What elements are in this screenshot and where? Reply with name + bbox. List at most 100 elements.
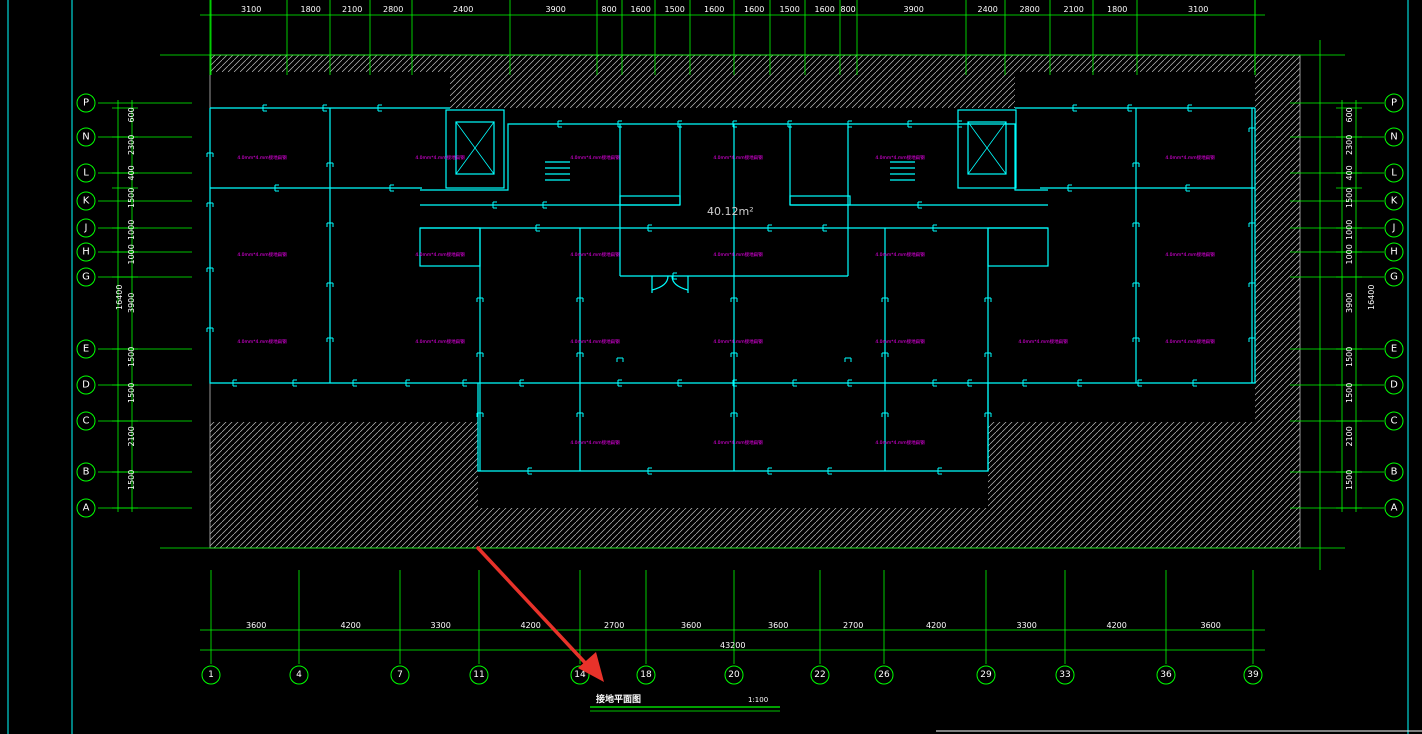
row-axis-label: A xyxy=(83,503,90,514)
row-axis-bubble: G xyxy=(76,267,96,287)
column-axis-label: 26 xyxy=(878,670,890,680)
row-axis-bubble: H xyxy=(1384,242,1404,262)
area-label: 40.12m² xyxy=(707,205,754,218)
column-axis-bubble: 33 xyxy=(1055,665,1075,685)
column-axis-label: 18 xyxy=(640,670,652,680)
room-annotation-text: 4.0mm*4.mm接地扁钢 xyxy=(1018,338,1068,345)
right-total-dimension-text: 16400 xyxy=(1367,285,1376,310)
top-dimension-text: 2400 xyxy=(453,5,473,14)
row-axis-label: B xyxy=(83,467,90,478)
top-dimension-text: 2100 xyxy=(342,5,362,14)
left-dimension-text: 600 xyxy=(127,107,136,122)
bottom-dimension-text: 3600 xyxy=(246,621,266,630)
top-dimension-text: 1600 xyxy=(815,5,835,14)
left-dimension-text: 1500 xyxy=(127,470,136,490)
right-dimension-text: 1500 xyxy=(1345,383,1354,403)
room-annotation-text: 4.0mm*4.mm接地扁钢 xyxy=(1165,338,1215,345)
bottom-dimension-text: 4200 xyxy=(341,621,361,630)
column-axis-label: 22 xyxy=(814,670,825,680)
room-annotations: 4.0mm*4.mm接地扁钢 4.0mm*4.mm接地扁钢 4.0mm*4.mm接地… xyxy=(237,154,1215,446)
row-axis-bubble: H xyxy=(76,242,96,262)
room-annotation-text: 4.0mm*4.mm接地扁钢 xyxy=(713,154,763,161)
room-annotation-text: 4.0mm*4.mm接地扁钢 xyxy=(713,439,763,446)
row-axis-label: N xyxy=(1390,132,1397,143)
room-annotation-text: 4.0mm*4.mm接地扁钢 xyxy=(415,338,465,345)
right-dimension-text: 1500 xyxy=(1345,470,1354,490)
column-axis-label: 36 xyxy=(1160,670,1172,680)
top-dimension-text: 3100 xyxy=(1188,5,1208,14)
row-axis-label: G xyxy=(82,272,90,283)
bottom-dimension-text: 4200 xyxy=(1107,621,1127,630)
top-dimension-text: 1800 xyxy=(301,5,321,14)
row-axis-bubble: L xyxy=(1384,163,1404,183)
row-axis-label: A xyxy=(1391,503,1398,514)
left-dimension-text: 1000 xyxy=(127,244,136,264)
row-axis-bubble: J xyxy=(1384,218,1404,238)
column-axis-label: 1 xyxy=(208,670,214,680)
column-axis-bubble: 4 xyxy=(289,665,309,685)
row-axis-bubble: K xyxy=(1384,191,1404,211)
row-axis-label: E xyxy=(83,344,89,355)
row-axis-label: G xyxy=(1390,272,1398,283)
top-dimension-text: 1600 xyxy=(704,5,724,14)
column-axis-label: 4 xyxy=(296,670,302,680)
top-dimension-text: 1500 xyxy=(780,5,800,14)
row-axis-bubble: P xyxy=(76,93,96,113)
column-axis-bubble: 18 xyxy=(636,665,656,685)
top-dimension-text: 2800 xyxy=(383,5,403,14)
right-dimension-text: 2100 xyxy=(1345,426,1354,446)
top-dimension-text: 800 xyxy=(841,5,856,14)
column-axis-label: 7 xyxy=(397,670,403,680)
top-dimension-text: 1800 xyxy=(1107,5,1127,14)
top-dimension-text: 3900 xyxy=(546,5,566,14)
bottom-dimension-text: 4200 xyxy=(521,621,541,630)
bottom-dimension-text: 2700 xyxy=(843,621,863,630)
room-annotation-text: 4.0mm*4.mm接地扁钢 xyxy=(713,338,763,345)
top-dimension-text: 800 xyxy=(602,5,617,14)
row-axis-bubble: D xyxy=(1384,375,1404,395)
row-axis-label: H xyxy=(1390,247,1398,258)
right-dimension-text: 600 xyxy=(1345,107,1354,122)
left-dimension-text: 3900 xyxy=(127,293,136,313)
top-dimension-text: 2800 xyxy=(1020,5,1040,14)
column-axis-label: 29 xyxy=(980,670,992,680)
column-axis-bubble: 22 xyxy=(810,665,830,685)
row-axis-bubble: B xyxy=(76,462,96,482)
column-axis-label: 20 xyxy=(728,670,740,680)
row-axis-bubble: G xyxy=(1384,267,1404,287)
row-axis-bubble: J xyxy=(76,218,96,238)
row-axis-bubble: D xyxy=(76,375,96,395)
row-axis-bubble: E xyxy=(1384,339,1404,359)
column-axis-bubble: 26 xyxy=(874,665,894,685)
room-annotation-text: 4.0mm*4.mm接地扁钢 xyxy=(875,154,925,161)
row-axis-bubble: K xyxy=(76,191,96,211)
room-annotation-text: 4.0mm*4.mm接地扁钢 xyxy=(1165,154,1215,161)
top-dimension-text: 1600 xyxy=(744,5,764,14)
bottom-dimension-text: 3600 xyxy=(1201,621,1221,630)
row-axis-label: E xyxy=(1391,344,1397,355)
drawing-title: 接地平面图 xyxy=(596,693,641,705)
room-annotation-text: 4.0mm*4.mm接地扁钢 xyxy=(570,154,620,161)
room-annotation-text: 4.0mm*4.mm接地扁钢 xyxy=(237,251,287,258)
dimension-lines xyxy=(112,0,1362,651)
red-arrow-annotation xyxy=(476,546,604,682)
room-annotation-text: 4.0mm*4.mm接地扁钢 xyxy=(875,251,925,258)
room-annotation-text: 4.0mm*4.mm接地扁钢 xyxy=(415,154,465,161)
top-dimension-text: 2100 xyxy=(1064,5,1084,14)
column-axis-label: 33 xyxy=(1059,670,1070,680)
left-dimension-text: 1500 xyxy=(127,188,136,208)
column-axis-bubble: 39 xyxy=(1243,665,1263,685)
row-axis-bubble: A xyxy=(1384,498,1404,518)
room-annotation-text: 4.0mm*4.mm接地扁钢 xyxy=(570,251,620,258)
right-dimension-text: 1000 xyxy=(1345,244,1354,264)
room-annotation-text: 4.0mm*4.mm接地扁钢 xyxy=(1165,251,1215,258)
top-dimension-text: 1600 xyxy=(631,5,651,14)
column-axis-bubble: 36 xyxy=(1156,665,1176,685)
left-dimension-text: 1000 xyxy=(127,220,136,240)
right-dimension-text: 2300 xyxy=(1345,135,1354,155)
right-dimension-text: 400 xyxy=(1345,165,1354,180)
left-dimension-text: 1500 xyxy=(127,383,136,403)
